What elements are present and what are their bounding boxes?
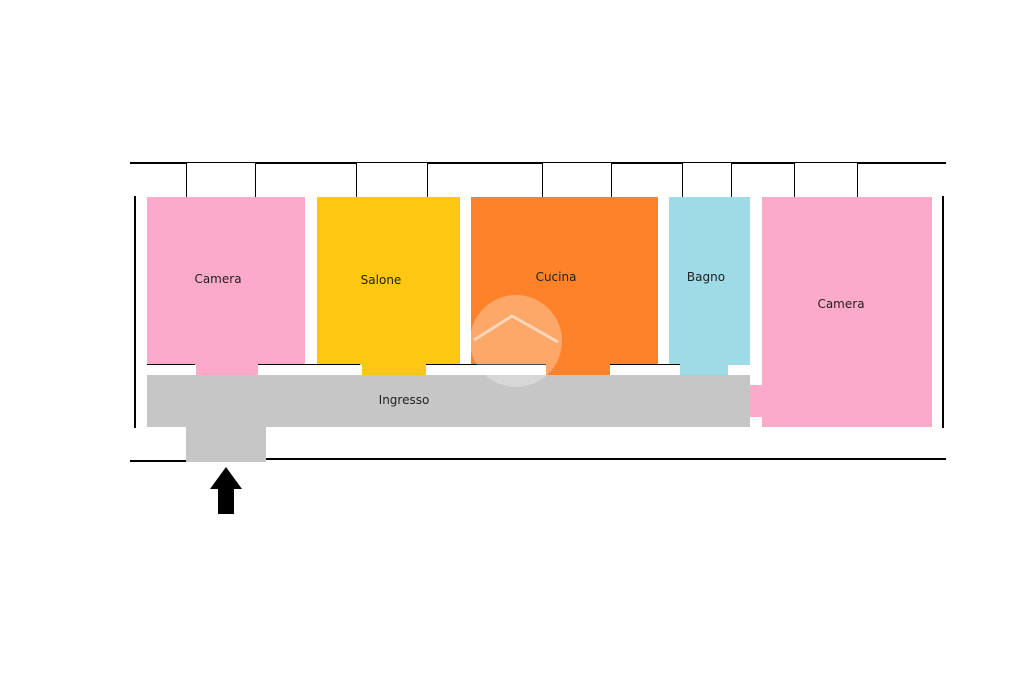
balcony-3	[542, 162, 612, 198]
label-cucina: Cucina	[535, 270, 577, 284]
wall-stub-3	[426, 364, 546, 365]
wall-stub-2	[258, 364, 360, 365]
bottom-outer-wall-right	[266, 458, 946, 460]
label-camera-left: Camera	[194, 272, 242, 286]
left-wall	[134, 196, 136, 428]
right-wall	[942, 196, 944, 428]
label-camera-right: Camera	[817, 297, 865, 311]
room-camera-right-link	[748, 385, 764, 417]
balcony-5	[794, 162, 858, 198]
room-salone-door	[362, 362, 426, 378]
label-ingresso: Ingresso	[378, 393, 430, 407]
house-roof-icon	[470, 295, 562, 387]
top-outer-wall	[130, 162, 946, 164]
room-ingresso	[147, 375, 750, 427]
wall-stub-1	[147, 364, 195, 365]
room-camera-right	[762, 197, 932, 427]
room-camera-left	[147, 197, 305, 365]
arrow-up-icon	[210, 467, 242, 514]
room-ingresso-entry	[186, 425, 266, 462]
label-bagno: Bagno	[686, 270, 726, 284]
room-salone	[317, 197, 460, 365]
room-cucina	[471, 197, 658, 365]
bottom-outer-wall-left	[130, 460, 186, 462]
room-camera-left-door	[196, 362, 258, 378]
wall-stub-4	[610, 364, 680, 365]
balcony-4	[682, 162, 732, 198]
room-bagno	[669, 197, 750, 365]
room-cucina-door	[546, 362, 610, 378]
balcony-2	[356, 162, 428, 198]
label-salone: Salone	[360, 273, 402, 287]
balcony-1	[186, 162, 256, 198]
